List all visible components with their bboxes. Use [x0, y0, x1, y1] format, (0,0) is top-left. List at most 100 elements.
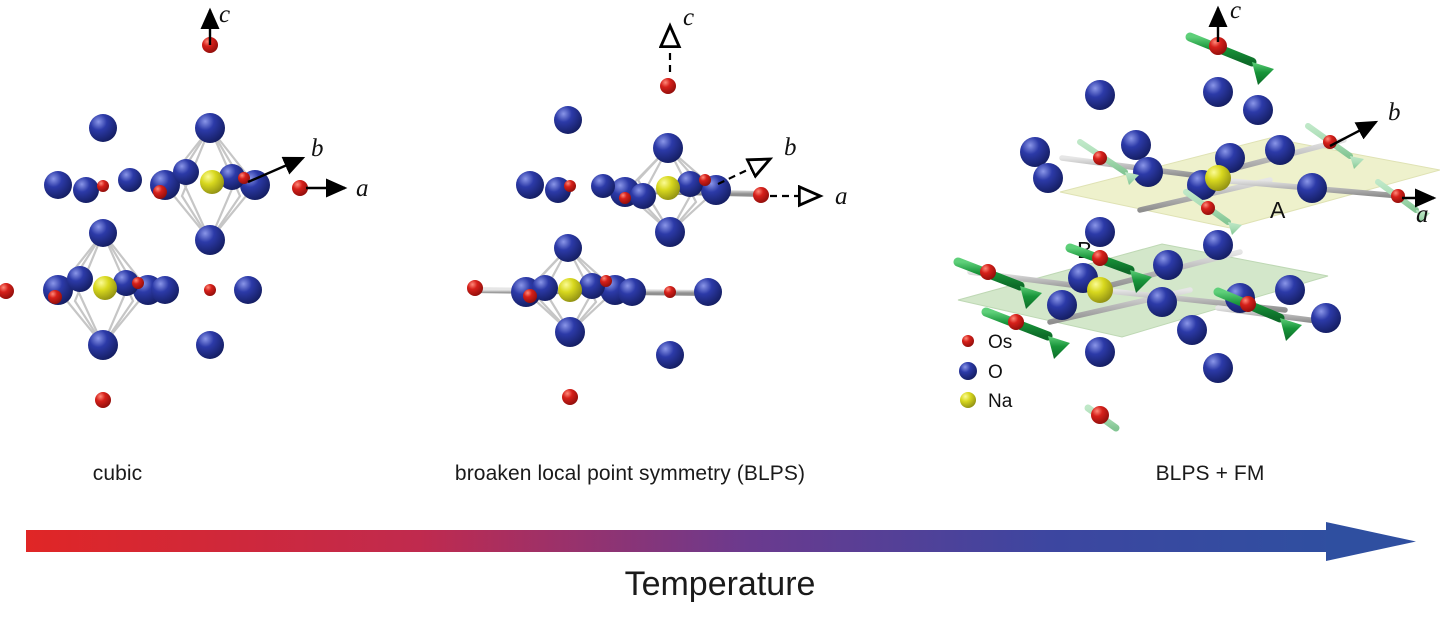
axis-c: c — [670, 4, 694, 72]
atom-os — [1201, 201, 1215, 215]
atom-o — [1033, 163, 1063, 193]
atom-o — [579, 273, 605, 299]
atom-os — [660, 78, 676, 94]
atom-o — [554, 106, 582, 134]
atom-group-left-column — [516, 106, 615, 262]
bottom-os-with-moment — [1084, 404, 1120, 432]
atom-na — [656, 176, 680, 200]
atom-os — [562, 389, 578, 405]
atom-na — [93, 276, 117, 300]
atom-os — [48, 290, 62, 304]
atom-o — [1133, 157, 1163, 187]
plane-label-A: A — [1270, 197, 1286, 223]
legend-swatch-o — [959, 362, 977, 380]
axis-label-b: b — [784, 134, 797, 161]
atom-group-upper — [150, 37, 308, 255]
atom-os — [238, 172, 250, 184]
atom-o — [1177, 315, 1207, 345]
atom-o — [173, 159, 199, 185]
panel-fm: A B — [940, 0, 1440, 455]
atom-os — [204, 284, 216, 296]
atom-o — [88, 330, 118, 360]
atom-o — [1265, 135, 1295, 165]
atom-na — [1087, 277, 1113, 303]
legend-swatch-os — [962, 335, 974, 347]
atom-o — [67, 266, 93, 292]
stage-label-blps-fm: BLPS + FM — [1155, 462, 1265, 485]
axis-c: c — [200, 1, 230, 45]
atom-o — [195, 113, 225, 143]
top-os-with-moment — [1185, 32, 1274, 85]
temperature-axis — [26, 521, 1416, 563]
legend-swatch-na — [960, 392, 976, 408]
atom-o — [44, 171, 72, 199]
atom-o — [89, 114, 117, 142]
atom-group-upper — [610, 78, 769, 247]
atom-os — [1323, 135, 1337, 149]
atom-na — [1205, 165, 1231, 191]
atom-o — [653, 133, 683, 163]
atom-group-left-column — [44, 114, 142, 247]
legend-label-o: O — [988, 362, 1003, 383]
atom-o — [89, 219, 117, 247]
atom-os — [600, 275, 612, 287]
atom-os — [292, 180, 308, 196]
atom-group-plane-a — [1020, 77, 1327, 260]
atom-os — [132, 277, 144, 289]
axis-label-a: a — [835, 183, 848, 210]
panel-cubic-svg: c b a — [0, 1, 369, 408]
atom-o — [1275, 275, 1305, 305]
legend: Os O Na — [959, 332, 1013, 412]
atom-os — [1391, 189, 1405, 203]
axis-label-b: b — [311, 135, 324, 162]
atom-o — [1203, 77, 1233, 107]
atom-o — [516, 171, 544, 199]
atom-o — [1203, 230, 1233, 260]
atom-os — [1093, 151, 1107, 165]
atom-os — [1008, 314, 1024, 330]
stage-label-cubic: cubic — [92, 462, 143, 485]
atom-na — [558, 278, 582, 302]
atom-o — [1297, 173, 1327, 203]
atom-os — [753, 187, 769, 203]
panel-blps: c b a — [440, 0, 920, 455]
atom-o — [694, 278, 722, 306]
legend-item-os: Os — [962, 332, 1012, 353]
atom-o — [113, 270, 139, 296]
atom-os — [1092, 250, 1108, 266]
atom-os — [0, 283, 14, 299]
atom-o — [73, 177, 99, 203]
legend-label-os: Os — [988, 332, 1012, 353]
axis-a: a — [1402, 188, 1437, 228]
axis-a: a — [770, 183, 848, 210]
axis-label-b: b — [1388, 99, 1401, 126]
atom-os — [1091, 406, 1109, 424]
atom-os — [1209, 37, 1227, 55]
atom-o — [655, 217, 685, 247]
atom-group-right-column — [151, 276, 262, 359]
atom-group-plane-b-centers — [980, 250, 1256, 330]
bond-rods — [99, 41, 214, 404]
temperature-arrow-svg — [26, 522, 1416, 561]
atom-o — [618, 278, 646, 306]
temperature-axis-title: Temperature — [624, 565, 816, 603]
moment-tips-plane-b — [1020, 270, 1302, 359]
axis-label-a: a — [356, 175, 369, 202]
atom-os — [1240, 296, 1256, 312]
axis-a: a — [306, 175, 369, 202]
atom-os — [699, 174, 711, 186]
atom-o — [1311, 303, 1341, 333]
atom-o — [1215, 143, 1245, 173]
atom-o — [545, 177, 571, 203]
axis-label-c: c — [683, 4, 694, 31]
temperature-gradient-bar — [26, 530, 1336, 552]
atom-o — [1085, 80, 1115, 110]
atom-o — [1147, 287, 1177, 317]
atom-group-right-column — [618, 278, 722, 369]
axis-b: b — [247, 135, 324, 184]
temperature-arrowhead — [1326, 522, 1416, 561]
atom-o — [118, 168, 142, 192]
atom-os — [467, 280, 483, 296]
atom-o — [234, 276, 262, 304]
atom-o — [1047, 290, 1077, 320]
